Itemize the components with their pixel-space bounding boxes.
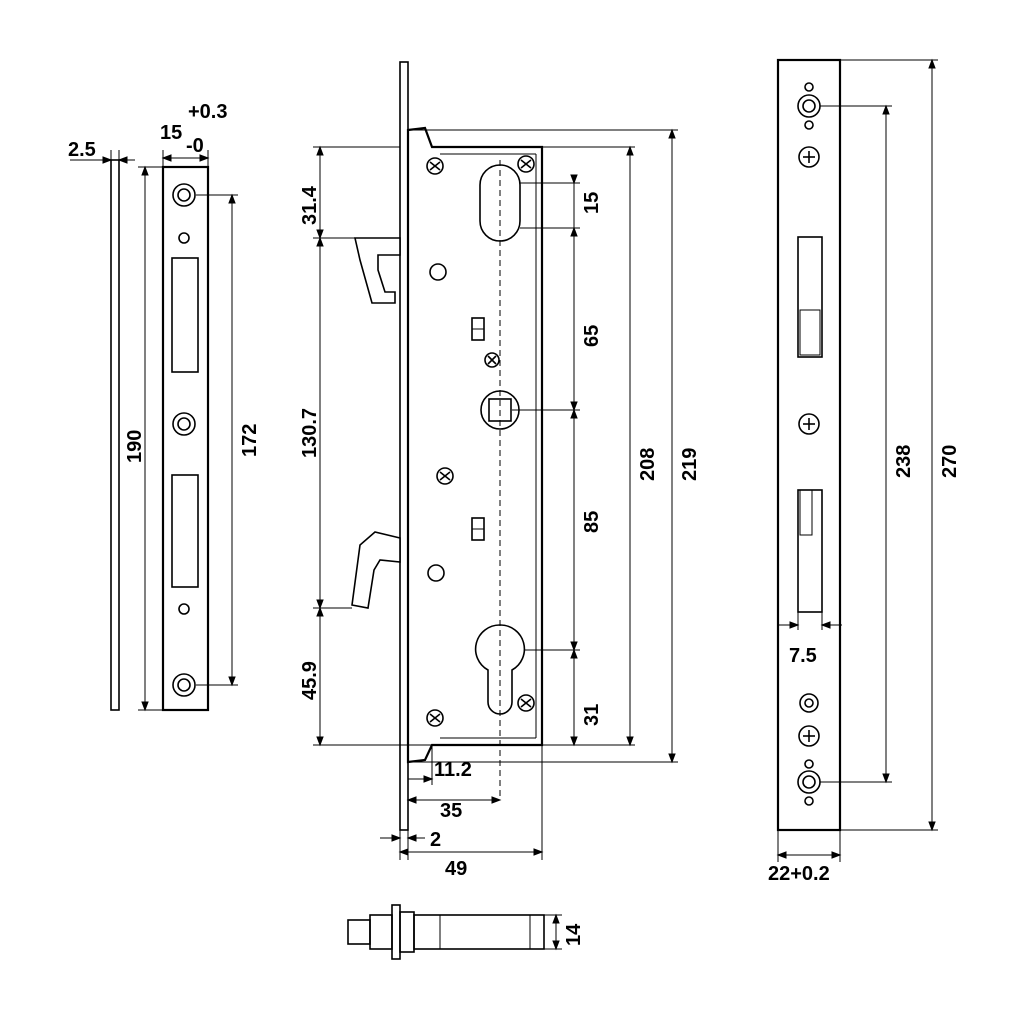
screw-icon [484,352,500,368]
strike-screw-hole-bottom [172,673,196,697]
dim-opening-width: 7.5 [789,645,817,667]
strike-screw-hole-middle [172,412,196,436]
dim-slot-height: 15 [581,192,603,214]
screw-icon [426,157,444,175]
dim-strike-length: 190 [124,430,146,463]
pivot-hole [429,263,447,281]
strike-opening-upper [171,257,199,373]
upper-hook-opening [797,236,823,358]
screw-icon [798,413,820,435]
dim-case-height: 208 [637,448,659,481]
strike-small-hole [178,232,190,244]
dim-lower-center: 85 [581,511,603,533]
strike-front-plate [161,165,210,712]
dim-hook-spacing: 130.7 [299,408,321,458]
dim-faceplate-holes: 238 [893,445,915,478]
dim-upper-center: 65 [581,325,603,347]
screw-icon [436,467,454,485]
lower-hook-opening [797,489,823,613]
dim-plate-thickness: 2.5 [68,139,96,161]
lock-case-outline [406,126,544,764]
dim-strike-tol-plus: +0.3 [188,101,227,123]
dim-backset: 35 [440,800,462,822]
dim-top-offset: 31.4 [299,185,321,225]
lock-body-view: 31.4 130.7 45.9 15 65 85 31 208 219 [299,61,701,880]
faceplate-front-view: 7.5 238 270 22+0.2 [768,58,961,885]
strike-small-hole [178,603,190,615]
screw-icon [517,155,535,173]
dim-faceplate-length: 270 [939,445,961,478]
latch-tip [347,919,371,945]
top-view-case [413,914,545,950]
faceplate-front [776,58,842,832]
strike-screw-hole-top [172,183,196,207]
dim-case-depth: 49 [445,858,467,880]
dim-strike-holes: 172 [239,424,261,457]
strike-opening-lower [171,474,199,588]
dim-faceplate-thickness: 2 [430,829,441,851]
dim-body-thickness: 14 [563,923,585,946]
pivot-hole [427,564,445,582]
faceplate-screw-hole [799,693,819,713]
upper-hook-bolt [353,237,401,304]
dim-faceplate-width: 22+0.2 [768,863,830,885]
strike-side-profile [110,159,120,711]
screw-icon [426,709,444,727]
screw-icon [798,725,820,747]
dim-hook-offset: 11.2 [434,759,472,781]
dim-strike-tol-minus: -0 [186,135,204,157]
screw-icon [517,694,535,712]
strike-plate-view: 2.5 15 +0.3 -0 190 172 [68,101,261,712]
dim-cylinder: 31 [581,704,603,726]
lock-top-view: 14 [347,904,585,960]
faceplate-screw-hole-bottom [797,770,821,794]
faceplate-screw-hole-top [797,94,821,118]
lower-hook-bolt [351,531,401,609]
lock-faceplate [399,61,409,831]
dim-bottom-offset: 45.9 [299,661,321,700]
dim-overall-case: 219 [679,448,701,481]
top-view-faceplate [391,904,401,960]
dim-strike-width: 15 [160,122,182,144]
screw-icon [798,146,820,168]
